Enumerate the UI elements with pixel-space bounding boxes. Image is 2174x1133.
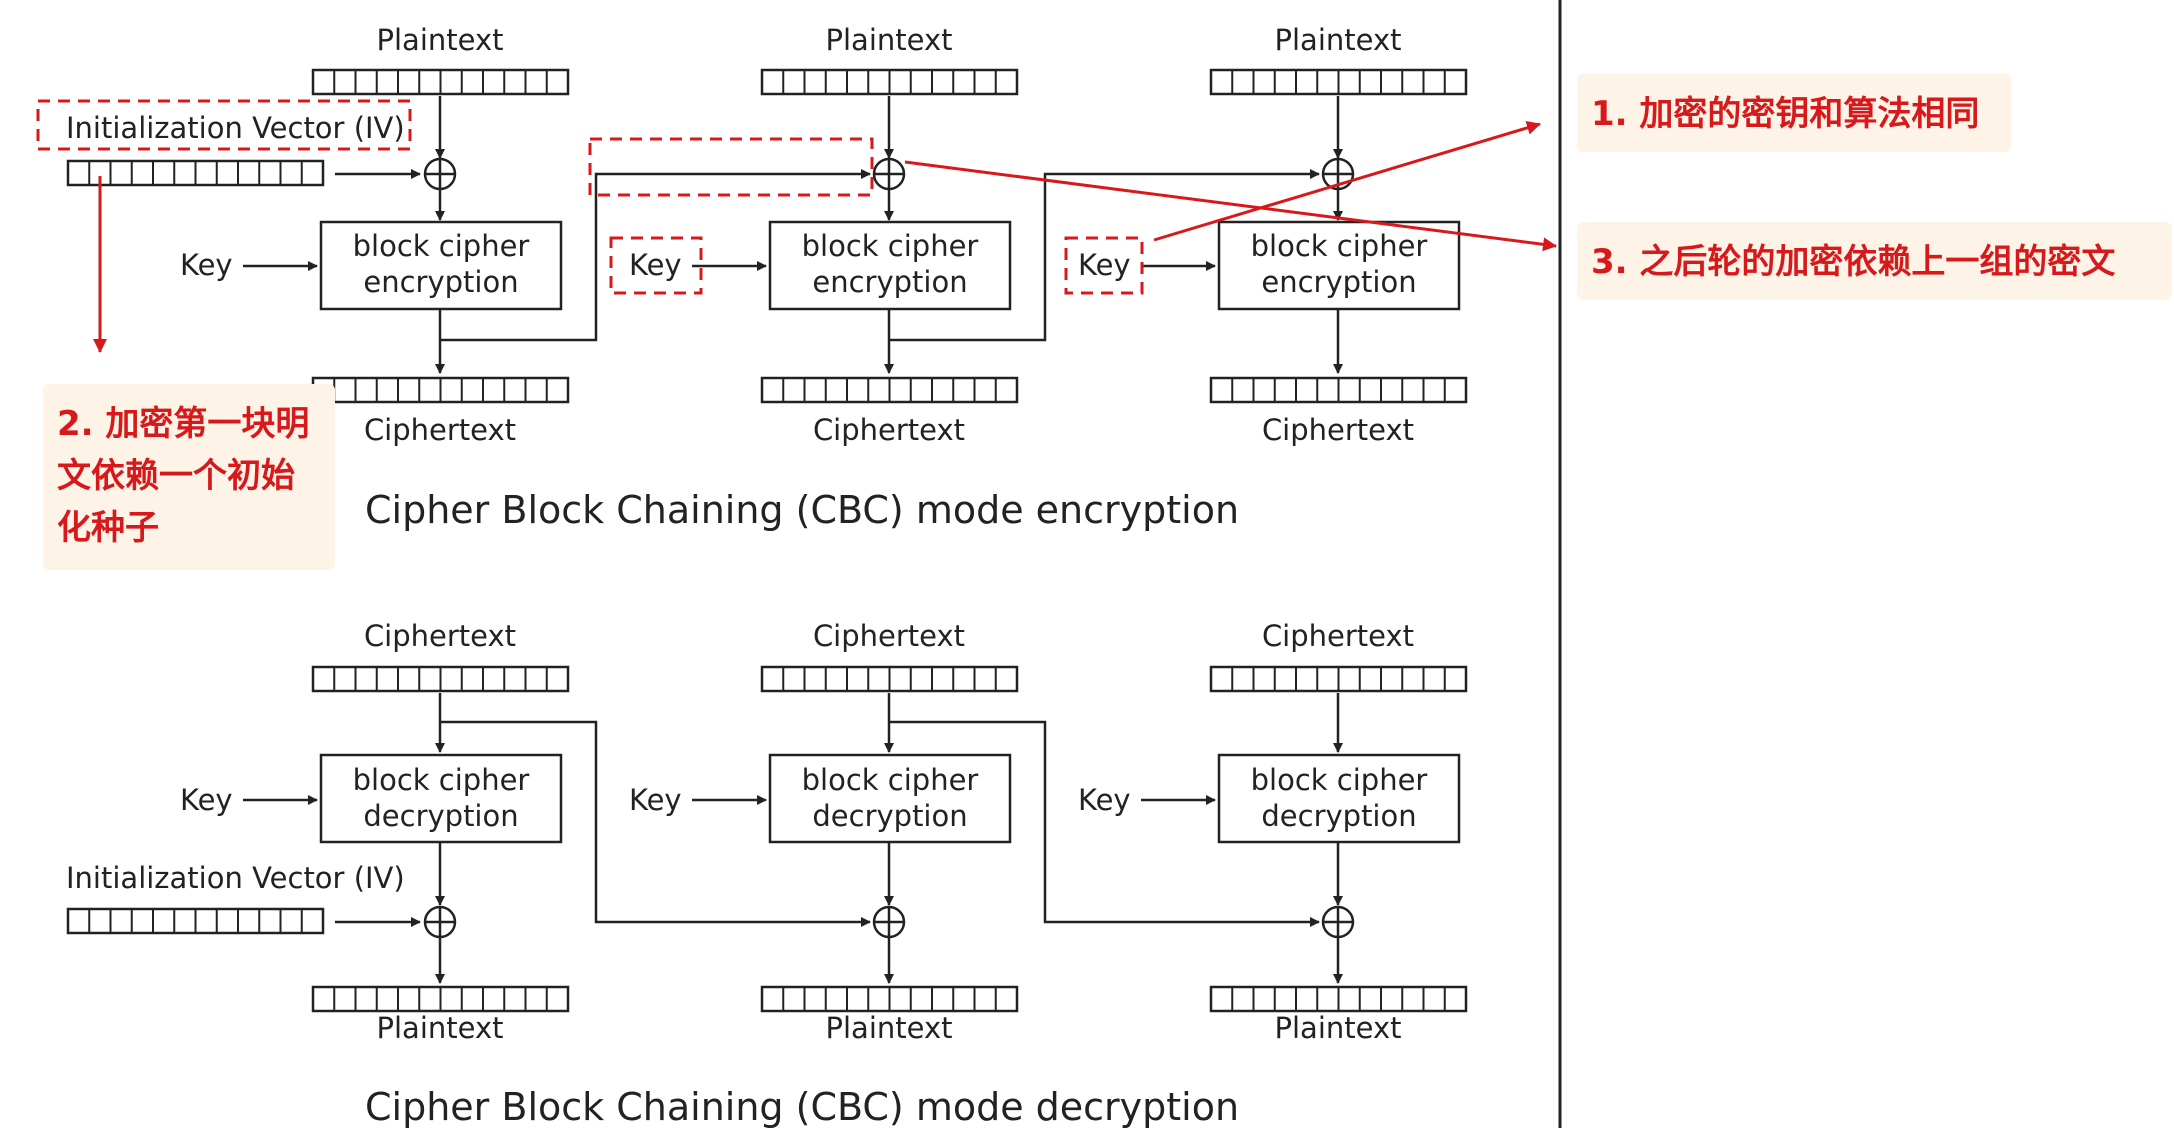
enc-plaintext-label-2: Plaintext [826, 23, 953, 57]
enc-xor-2-icon [872, 157, 906, 191]
enc-block-3-line1: block cipher [1251, 229, 1428, 263]
enc-ciphertext-block-1 [311, 376, 570, 404]
enc-ciphertext-label-1: Ciphertext [364, 413, 516, 447]
enc-ciphertext-label-2: Ciphertext [813, 413, 965, 447]
note-iv-line1: 2. 加密第一块明 [57, 404, 310, 444]
decryption-diagram: Ciphertext Ciphertext Ciphertext block c… [66, 619, 1468, 1129]
dec-key-label-1: Key [180, 783, 233, 817]
enc-xor-1-icon [423, 157, 457, 191]
dec-block-2 [768, 753, 1012, 844]
dec-plaintext-label-1: Plaintext [377, 1011, 504, 1045]
enc-plaintext-label-1: Plaintext [377, 23, 504, 57]
dec-xor-1-icon [423, 905, 457, 939]
enc-block-2-line2: encryption [812, 265, 967, 299]
enc-title: Cipher Block Chaining (CBC) mode encrypt… [365, 488, 1239, 532]
dec-block-1-line1: block cipher [353, 763, 530, 797]
enc-key-label-3: Key [1078, 248, 1131, 282]
enc-ciphertext-block-3 [1209, 376, 1468, 404]
enc-plaintext-block-2 [760, 68, 1019, 96]
enc-ciphertext-label-3: Ciphertext [1262, 413, 1414, 447]
chain-highlight-box [588, 137, 874, 197]
dec-plaintext-label-2: Plaintext [826, 1011, 953, 1045]
dec-ciphertext-block-1 [311, 665, 570, 693]
dec-block-2-line1: block cipher [802, 763, 979, 797]
dec-block-2-line2: decryption [812, 799, 967, 833]
dec-chain-2-3 [889, 720, 1320, 927]
dec-iv-block [66, 907, 325, 935]
dec-block-3-line1: block cipher [1251, 763, 1428, 797]
key-note-arrow [1153, 121, 1541, 242]
enc-block-3 [1217, 220, 1461, 311]
dec-block-1-line2: decryption [363, 799, 518, 833]
enc-block-2-line1: block cipher [802, 229, 979, 263]
dec-ciphertext-label-2: Ciphertext [813, 619, 965, 653]
dec-ciphertext-block-3 [1209, 665, 1468, 693]
dec-iv-label: Initialization Vector (IV) [66, 861, 405, 895]
annotations [36, 99, 1557, 353]
enc-iv-label: Initialization Vector (IV) [66, 111, 405, 145]
note-iv: 2. 加密第一块明 文依赖一个初始 化种子 [43, 384, 335, 570]
enc-block-1-line2: encryption [363, 265, 518, 299]
enc-key-label-1: Key [180, 248, 233, 282]
enc-plaintext-block-3 [1209, 68, 1468, 96]
dec-title: Cipher Block Chaining (CBC) mode decrypt… [365, 1085, 1239, 1128]
enc-block-3-line2: encryption [1261, 265, 1416, 299]
dec-block-3-line2: decryption [1261, 799, 1416, 833]
dec-plaintext-label-3: Plaintext [1275, 1011, 1402, 1045]
dec-ciphertext-label-1: Ciphertext [364, 619, 516, 653]
chain-note-arrow [904, 160, 1557, 252]
enc-plaintext-label-3: Plaintext [1275, 23, 1402, 57]
note-iv-line3: 化种子 [57, 508, 159, 548]
encryption-diagram: Plaintext Plaintext Plaintext Initializa… [66, 23, 1468, 532]
dec-block-3 [1217, 753, 1461, 844]
iv-highlight-box [36, 99, 412, 151]
note-key-algorithm-text: 1. 加密的密钥和算法相同 [1591, 94, 1980, 134]
dec-plaintext-block-3 [1209, 985, 1468, 1013]
dec-plaintext-block-2 [760, 985, 1019, 1013]
enc-chain-2-3 [889, 169, 1320, 342]
enc-block-2 [768, 220, 1012, 311]
dec-ciphertext-block-2 [760, 665, 1019, 693]
key2-highlight-box [609, 236, 703, 295]
dec-xor-2-icon [872, 905, 906, 939]
dec-key-label-2: Key [629, 783, 682, 817]
enc-key-label-2: Key [629, 248, 682, 282]
note-key-algorithm: 1. 加密的密钥和算法相同 [1577, 74, 2011, 152]
note-iv-line2: 文依赖一个初始 [57, 456, 295, 496]
enc-plaintext-block-1 [311, 68, 570, 96]
enc-iv-block [66, 159, 325, 187]
enc-chain-1-2 [440, 169, 871, 342]
note-chaining-text: 3. 之后轮的加密依赖上一组的密文 [1591, 242, 2116, 282]
dec-chain-1-2 [440, 720, 871, 927]
dec-plaintext-block-1 [311, 985, 570, 1013]
note-chaining: 3. 之后轮的加密依赖上一组的密文 [1577, 222, 2172, 300]
enc-block-1-line1: block cipher [353, 229, 530, 263]
dec-xor-3-icon [1321, 905, 1355, 939]
key3-highlight-box [1064, 236, 1144, 295]
dec-ciphertext-label-3: Ciphertext [1262, 619, 1414, 653]
enc-ciphertext-block-2 [760, 376, 1019, 404]
dec-key-label-3: Key [1078, 783, 1131, 817]
